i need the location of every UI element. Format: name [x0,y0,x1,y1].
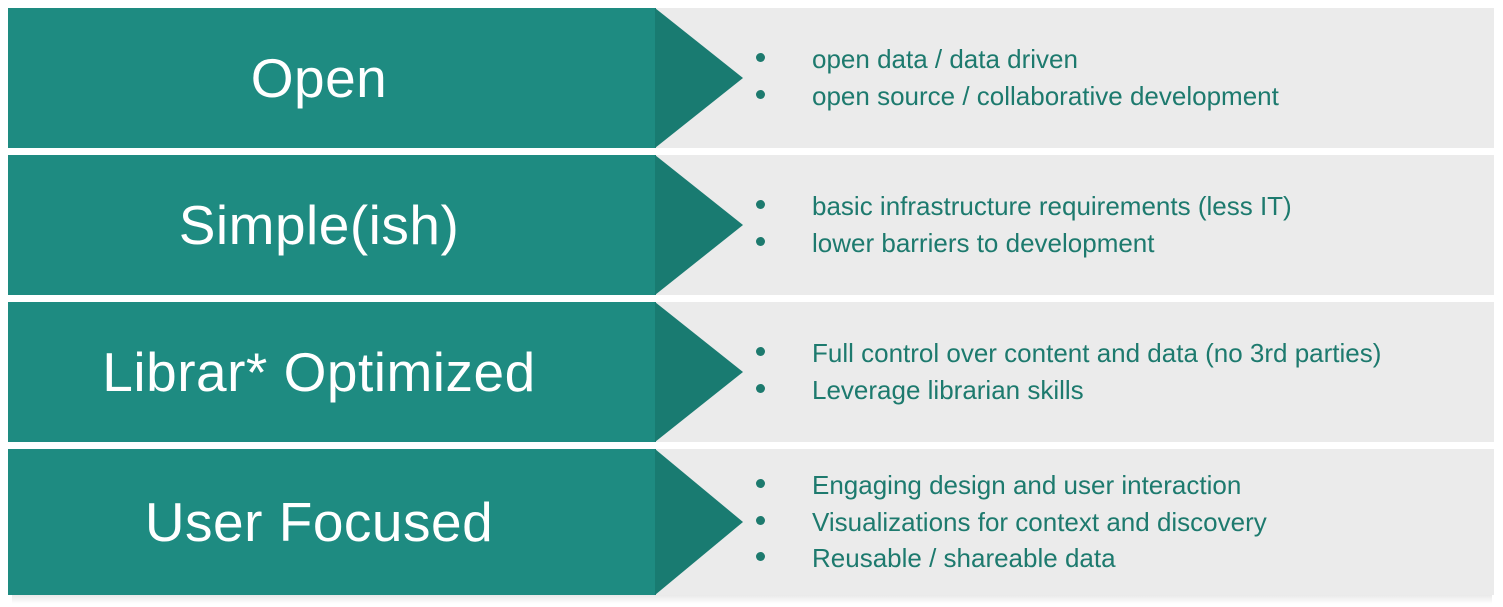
list-item: open data / data driven [756,41,1503,78]
diagram-row-user-focused: User Focused Engaging design and user in… [0,449,1503,595]
chevron-arrow-head-icon [655,449,743,595]
chevron-arrow: Librar* Optimized [8,302,743,442]
list-item: Full control over content and data (no 3… [756,335,1503,372]
list-item-label: Visualizations for context and discovery [812,506,1267,537]
bullet-panel-background [656,449,1494,595]
chevron-arrow-body [8,8,656,148]
bullet-dot-icon [756,200,765,210]
bullet-dot-icon [756,515,765,525]
bottom-shadow [12,595,1492,604]
bullet-dot-icon [756,237,765,246]
bullet-dot-icon [756,53,765,63]
bullet-dot-icon [756,90,765,99]
list-item: Leverage librarian skills [756,372,1503,409]
diagram-row-simple: Simple(ish) basic infrastructure require… [0,155,1503,295]
list-item: lower barriers to development [756,225,1503,262]
chevron-arrow-body [8,302,656,442]
bullet-list: Engaging design and user interaction Vis… [756,449,1503,595]
chevron-label: Open [250,46,388,109]
bullet-panel-background [656,155,1494,295]
list-item: Engaging design and user interaction [756,467,1503,504]
list-item-label: Full control over content and data (no 3… [812,338,1382,369]
chevron-arrow-head-icon [655,302,743,442]
bullet-list: Full control over content and data (no 3… [756,302,1503,442]
bullet-dot-icon [756,384,765,393]
chevron-arrow: Open [8,8,743,148]
list-item-label: Engaging design and user interaction [812,469,1242,500]
diagram-row-librar-optimized: Librar* Optimized Full control over cont… [0,302,1503,442]
bullet-panel-background [656,302,1494,442]
list-item-label: lower barriers to development [812,228,1155,258]
bullet-dot-icon [756,478,765,488]
list-item-label: open source / collaborative development [812,81,1279,111]
list-item-label: Reusable / shareable data [812,543,1116,574]
chevron-label: Simple(ish) [178,193,460,256]
bullet-list: open data / data driven open source / co… [756,8,1503,148]
chevron-label: User Focused [144,490,494,553]
diagram-row-open: Open open data / data driven open source… [0,8,1503,148]
chevron-arrow-head-icon [655,8,743,148]
bullet-panel-background [656,8,1494,148]
chevron-arrow-body [8,449,656,595]
list-item-label: open data / data driven [812,44,1078,75]
chevron-arrow-body [8,155,656,295]
chevron-label: Librar* Optimized [102,340,536,403]
chevron-arrow: User Focused [8,449,743,595]
list-item: Reusable / shareable data [756,540,1503,577]
list-item-label: basic infrastructure requirements (less … [812,191,1292,222]
chevron-arrow-head-icon [655,155,743,295]
list-item: Visualizations for context and discovery [756,504,1503,541]
list-item-label: Leverage librarian skills [812,375,1084,405]
list-item: basic infrastructure requirements (less … [756,188,1503,225]
bullet-dot-icon [756,347,765,357]
list-item: open source / collaborative development [756,78,1503,115]
chevron-arrow: Simple(ish) [8,155,743,295]
bullet-dot-icon [756,552,765,562]
bullet-list: basic infrastructure requirements (less … [756,155,1503,295]
